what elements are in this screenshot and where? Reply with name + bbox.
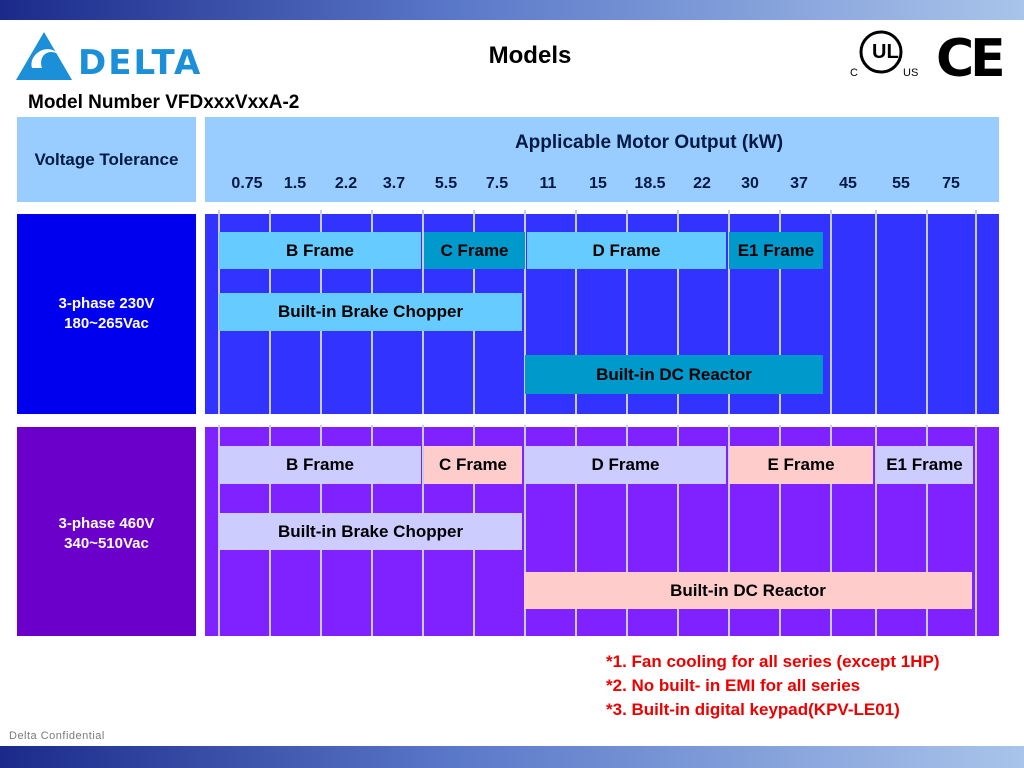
row-460v-dc-reactor: Built-in DC Reactor bbox=[524, 572, 972, 609]
grid-line bbox=[728, 425, 730, 636]
bottom-banner bbox=[0, 746, 1024, 768]
page-title: Models bbox=[488, 42, 572, 69]
grid-line bbox=[926, 210, 928, 414]
note-no-emi: *2. No built- in EMI for all series bbox=[606, 676, 861, 695]
row-230v-label-cell bbox=[17, 214, 196, 414]
kw-tick-label: 2.2 bbox=[334, 175, 358, 192]
grid-line bbox=[975, 425, 977, 636]
note-digital-keypad: *3. Built-in digital keypad(KPV-LE01) bbox=[606, 700, 900, 719]
note-fan-cooling: *1. Fan cooling for all series (except 1… bbox=[606, 652, 940, 671]
kw-tick-label: 75 bbox=[942, 175, 960, 192]
kw-tick-label: 7.5 bbox=[485, 175, 509, 192]
kw-tick-label: 30 bbox=[741, 175, 759, 192]
grid-line bbox=[677, 210, 679, 414]
grid-line bbox=[524, 210, 526, 414]
kw-tick-label: 5.5 bbox=[434, 175, 458, 192]
row-230v-dc-reactor: Built-in DC Reactor bbox=[525, 355, 823, 394]
kw-tick-label: 3.7 bbox=[382, 175, 406, 192]
footer-confidential: Delta Confidential bbox=[9, 730, 105, 742]
row-230v-brake-chopper: Built-in Brake Chopper bbox=[219, 293, 522, 331]
kw-tick-label: 45 bbox=[839, 175, 857, 192]
grid-line bbox=[575, 425, 577, 636]
top-banner bbox=[0, 0, 1024, 20]
ul-ce-certification-icon: UL C US CE bbox=[850, 29, 1006, 82]
row-460v-brake-chopper: Built-in Brake Chopper bbox=[219, 513, 522, 550]
kw-tick-label: 22 bbox=[693, 175, 711, 192]
voltage-tolerance-label: Voltage Tolerance bbox=[34, 149, 179, 169]
row-230v-c-frame: C Frame bbox=[424, 232, 525, 269]
kw-tick-label: 1.5 bbox=[283, 175, 307, 192]
grid-line bbox=[626, 210, 628, 414]
grid-line bbox=[975, 210, 977, 414]
row-460v-c-frame: C Frame bbox=[424, 446, 522, 484]
ce-mark-text: CE bbox=[936, 29, 1002, 82]
brand-name: DELTA bbox=[78, 43, 203, 83]
grid-line bbox=[575, 210, 577, 414]
grid-line bbox=[875, 425, 877, 636]
kw-tick-label: 18.5 bbox=[634, 175, 666, 192]
ul-mark-text: UL bbox=[872, 41, 899, 63]
ul-us-text: US bbox=[903, 67, 918, 79]
kw-tick-label: 15 bbox=[589, 175, 607, 192]
grid-line bbox=[779, 425, 781, 636]
row-230v-d-frame: D Frame bbox=[527, 232, 726, 269]
row-460v-b-frame: B Frame bbox=[219, 446, 421, 484]
grid-line bbox=[677, 425, 679, 636]
row-230v-e1-frame: E1 Frame bbox=[729, 232, 823, 269]
row-230v-label: 3-phase 230V 180~265Vac bbox=[58, 295, 155, 332]
row-460v-label: 3-phase 460V 340~510Vac bbox=[58, 515, 155, 552]
grid-line bbox=[830, 425, 832, 636]
ul-c-text: C bbox=[850, 67, 858, 79]
motor-output-title: Applicable Motor Output (kW) bbox=[514, 132, 784, 153]
grid-line bbox=[524, 425, 526, 636]
grid-line bbox=[830, 210, 832, 414]
kw-tick-label: 0.75 bbox=[231, 175, 263, 192]
row-460v-e1-frame: E1 Frame bbox=[876, 446, 973, 484]
kw-tick-label: 11 bbox=[539, 175, 557, 192]
grid-line bbox=[779, 210, 781, 414]
kw-tick-label: 37 bbox=[790, 175, 808, 192]
row-460v-label-cell bbox=[17, 427, 196, 636]
grid-line bbox=[875, 210, 877, 414]
delta-logo-icon bbox=[16, 32, 72, 80]
row-230v-b-frame: B Frame bbox=[219, 232, 421, 269]
grid-line bbox=[926, 425, 928, 636]
motor-output-header bbox=[205, 117, 999, 202]
model-number: Model Number VFDxxxVxxA-2 bbox=[28, 92, 300, 113]
grid-line bbox=[728, 210, 730, 414]
row-460v-e-frame: E Frame bbox=[729, 446, 873, 484]
grid-line bbox=[626, 425, 628, 636]
row-460v-d-frame: D Frame bbox=[525, 446, 726, 484]
kw-tick-label: 55 bbox=[892, 175, 910, 192]
voltage-tolerance-header: Voltage Tolerance bbox=[17, 117, 196, 202]
